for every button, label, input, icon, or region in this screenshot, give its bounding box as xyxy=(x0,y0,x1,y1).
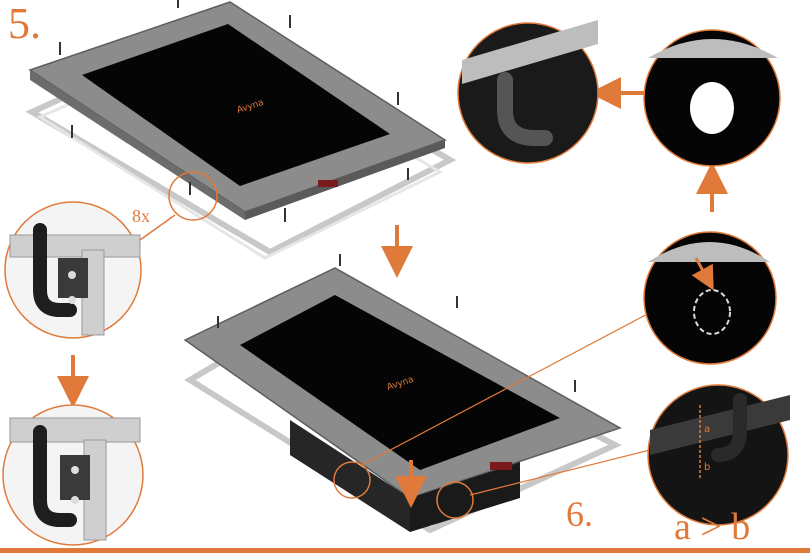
bottom-accent-rule xyxy=(0,548,810,553)
svg-text:b: b xyxy=(704,462,710,473)
measurement-detail: a b xyxy=(647,384,790,526)
quantity-label: 8x xyxy=(132,206,150,226)
trampoline-bottom: Avyna xyxy=(183,254,622,534)
step-number-5: 5. xyxy=(8,0,41,48)
detail-callout-circle xyxy=(168,171,218,221)
bracket-detail-before xyxy=(4,201,142,339)
cover-hole-before xyxy=(643,231,777,365)
jumping-mat xyxy=(82,24,390,186)
measurement-relation: a > b xyxy=(674,506,751,548)
bracket-detail-after xyxy=(2,404,144,546)
step-number-6: 6. xyxy=(566,494,593,534)
cover-hole-after xyxy=(643,29,781,167)
bracket-through-cover-detail xyxy=(457,20,599,164)
trampoline-top: Avyna xyxy=(25,0,457,260)
svg-text:a: a xyxy=(704,424,710,435)
